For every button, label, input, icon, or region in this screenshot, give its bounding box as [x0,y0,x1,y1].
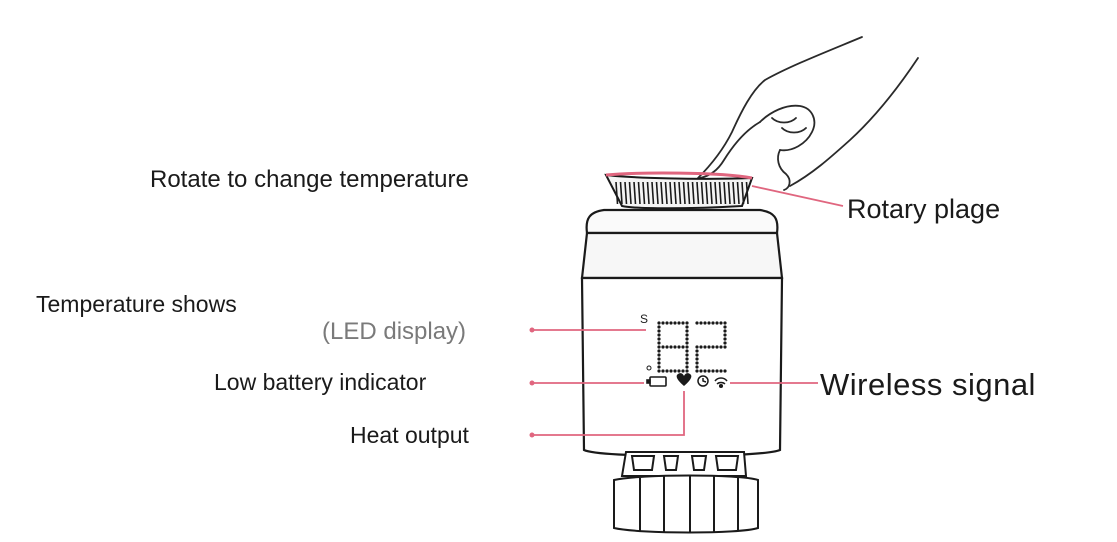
led-dot [711,345,715,349]
led-dot [657,341,661,345]
led-dot [669,369,673,373]
led-dot [685,325,689,329]
led-dot [669,321,673,325]
led-dot [685,345,689,349]
led-dot [673,321,677,325]
led-dot [657,349,661,353]
led-dot [677,345,681,349]
led-dot [673,345,677,349]
led-dot [719,345,723,349]
led-dot [681,345,685,349]
led-dot [657,333,661,337]
led-dot [723,341,727,345]
led-dot [685,337,689,341]
led-dot [685,353,689,357]
led-dot [723,325,727,329]
led-dot [685,333,689,337]
label-heat: Heat output [350,422,469,448]
led-dot [699,369,703,373]
led-dot [695,361,699,365]
led-dot [723,345,727,349]
valve-connector [613,451,759,534]
led-dot [657,345,661,349]
label-temperature: Temperature shows [36,291,237,317]
led-dot [723,333,727,337]
led-dot [685,365,689,369]
led-dot [685,321,689,325]
led-dot [719,321,723,325]
led-dot [661,321,665,325]
led-dot [723,329,727,333]
clock-icon [697,375,709,387]
led-dot [677,369,681,373]
led-dot [707,369,711,373]
leader-dots [529,327,535,438]
rotary-knob [604,171,754,210]
led-dot [665,345,669,349]
led-dot [657,361,661,365]
led-dot [695,357,699,361]
led-dot [665,369,669,373]
led-dot [703,369,707,373]
led-dot [657,353,661,357]
led-dot [661,345,665,349]
led-dot [657,321,661,325]
led-dot [657,325,661,329]
led-dot [661,369,665,373]
led-dot [711,321,715,325]
thermostat-body [580,208,784,458]
led-dot [723,321,727,325]
led-dot [685,357,689,361]
led-dot [657,365,661,369]
led-dot [685,361,689,365]
led-dot [695,349,699,353]
led-dot [723,337,727,341]
label-led: (LED display) [322,318,467,345]
pointing-hand-icon [697,36,919,191]
led-display: S [640,312,727,373]
led-dot [695,345,699,349]
led-dot [657,337,661,341]
led-dot [699,345,703,349]
led-dot [719,369,723,373]
led-dot [681,321,685,325]
led-dot [681,369,685,373]
led-dot [677,321,681,325]
led-dot [723,369,727,373]
led-dot [657,369,661,373]
led-dot [699,321,703,325]
led-dot [695,365,699,369]
led-dot [673,369,677,373]
led-dot [715,321,719,325]
heart-icon [676,373,692,386]
led-dot [685,329,689,333]
led-dot [665,321,669,325]
led-dot [695,369,699,373]
led-dot [715,345,719,349]
led-dot [657,329,661,333]
wifi-icon [714,377,728,389]
led-dot [711,369,715,373]
label-rotate: Rotate to change temperature [150,166,469,193]
led-dot [707,321,711,325]
leader-lines [532,185,844,436]
label-battery: Low battery indicator [214,369,427,395]
led-indicator-s: S [640,312,648,326]
led-dot [715,369,719,373]
led-dot [695,353,699,357]
label-rotary: Rotary plage [847,194,1001,224]
battery-icon [646,376,667,387]
led-dot [669,345,673,349]
led-dot [703,345,707,349]
led-dot [657,357,661,361]
led-dot [707,345,711,349]
led-dot [703,321,707,325]
label-wireless: Wireless signal [820,367,1036,402]
led-dot [685,341,689,345]
led-dot [685,369,689,373]
led-dot [695,321,699,325]
led-dot [685,349,689,353]
